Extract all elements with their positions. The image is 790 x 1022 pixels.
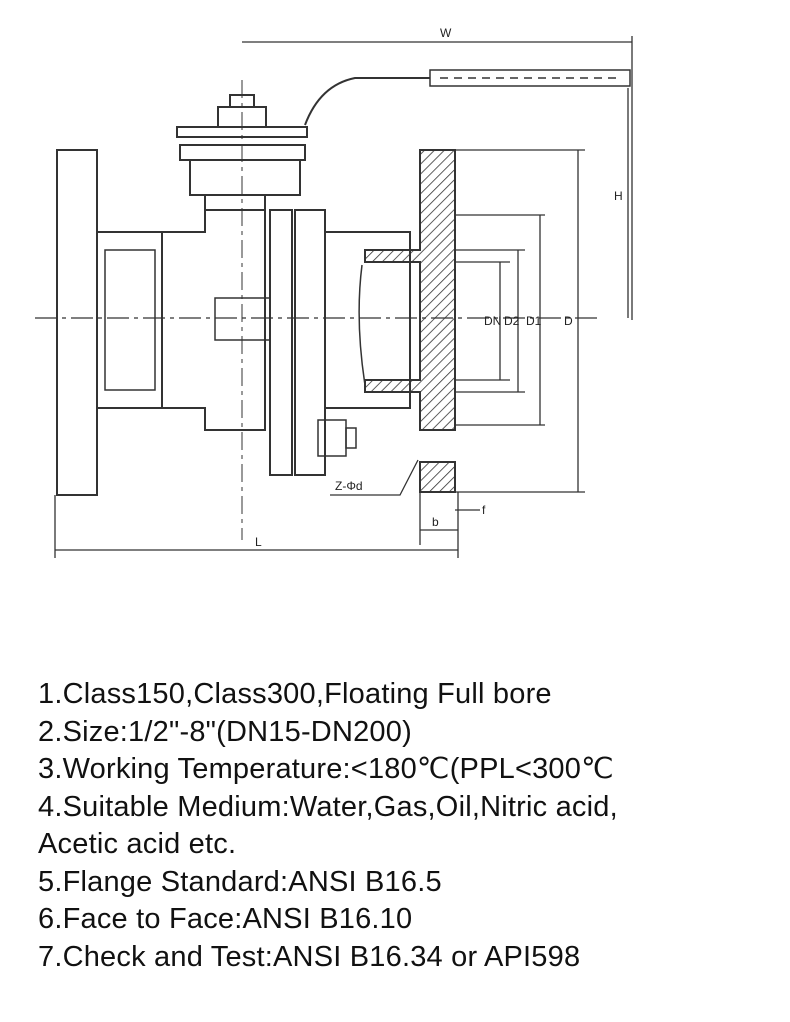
label-h: H [614, 189, 623, 203]
label-d1: D1 [526, 314, 542, 328]
center-flange-right [294, 209, 326, 476]
spec-line: 7.Check and Test:ANSI B16.34 or API598 [38, 940, 581, 973]
ball-valve-drawing: W H DN D2 D1 D Z-Φd b f L [35, 26, 633, 558]
handle-grip [429, 69, 631, 87]
label-z: Z-Φd [335, 479, 363, 493]
handle-lever [304, 77, 430, 126]
bolt [317, 419, 347, 457]
label-d: D [564, 314, 573, 328]
right-flange-section [364, 149, 456, 493]
spec-line: 4.Suitable Medium:Water,Gas,Oil,Nitric a… [38, 790, 618, 823]
spec-line: 1.Class150,Class300,Floating Full bore [38, 678, 552, 710]
center-body [161, 209, 266, 431]
label-f: f [482, 503, 486, 517]
left-flange [56, 149, 98, 496]
label-b: b [432, 515, 439, 529]
spec-line: Acetic acid etc. [38, 828, 237, 860]
spec-line: 3.Working Temperature:<180℃(PPL<300℃ [38, 753, 614, 785]
center-flange-left [269, 209, 293, 476]
spec-line: 2.Size:1/2"-8"(DN15-DN200) [38, 715, 412, 748]
left-body [96, 231, 163, 409]
label-dn: DN [484, 314, 501, 328]
label-w: W [440, 26, 452, 40]
spec-line: 5.Flange Standard:ANSI B16.5 [38, 865, 442, 898]
label-l: L [255, 535, 262, 549]
spec-line: 6.Face to Face:ANSI B16.10 [38, 903, 413, 935]
label-d2: D2 [504, 314, 520, 328]
spec-list: 1.Class150,Class300,Floating Full bore 2… [38, 676, 778, 976]
